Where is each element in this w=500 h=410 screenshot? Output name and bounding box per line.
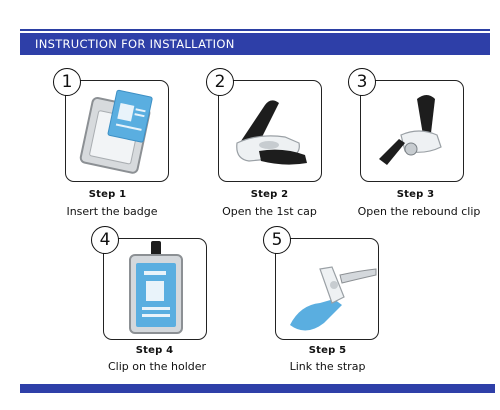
step-2-title: Step 2: [250, 189, 289, 200]
step-5-description: Link the strap: [289, 360, 366, 373]
clip-cap-icon: [236, 100, 307, 165]
step-2-number-badge: 2: [206, 68, 234, 96]
step-5-card: [275, 238, 379, 340]
step-4-description: Clip on the holder: [107, 360, 207, 373]
step-3-number: 3: [356, 72, 368, 92]
rebound-clip-icon: [379, 95, 442, 165]
step-4-card: [103, 238, 207, 340]
step-3-description: Open the rebound clip: [357, 205, 481, 218]
step-5-number: 5: [271, 230, 283, 250]
step-3-card: [360, 80, 464, 182]
step-1-title: Step 1: [88, 189, 127, 200]
strap-link-icon: [290, 266, 377, 331]
step-1-number-badge: 1: [53, 68, 81, 96]
step-2-description: Open the 1st cap: [222, 205, 317, 218]
header-title: INSTRUCTION FOR INSTALLATION: [35, 37, 235, 51]
step-3-number-badge: 3: [348, 68, 376, 96]
step-1-card: [65, 80, 169, 182]
step-3-title: Step 3: [396, 189, 435, 200]
step-5-title: Step 5: [308, 345, 347, 356]
step-5-number-badge: 5: [263, 226, 291, 254]
step-2-card: [218, 80, 322, 182]
step-4-title: Step 4: [135, 345, 174, 356]
badge-insert-icon: [79, 89, 153, 174]
step-4-number-badge: 4: [91, 226, 119, 254]
footer-bar: [20, 384, 495, 393]
step-1-number: 1: [61, 72, 73, 92]
step-2-number: 2: [214, 72, 226, 92]
step-4-number: 4: [99, 230, 111, 250]
header-top-rule: [20, 29, 490, 31]
header-bar: INSTRUCTION FOR INSTALLATION: [20, 33, 490, 55]
step-1-description: Insert the badge: [66, 205, 158, 218]
badge-holder-icon: [129, 241, 183, 334]
